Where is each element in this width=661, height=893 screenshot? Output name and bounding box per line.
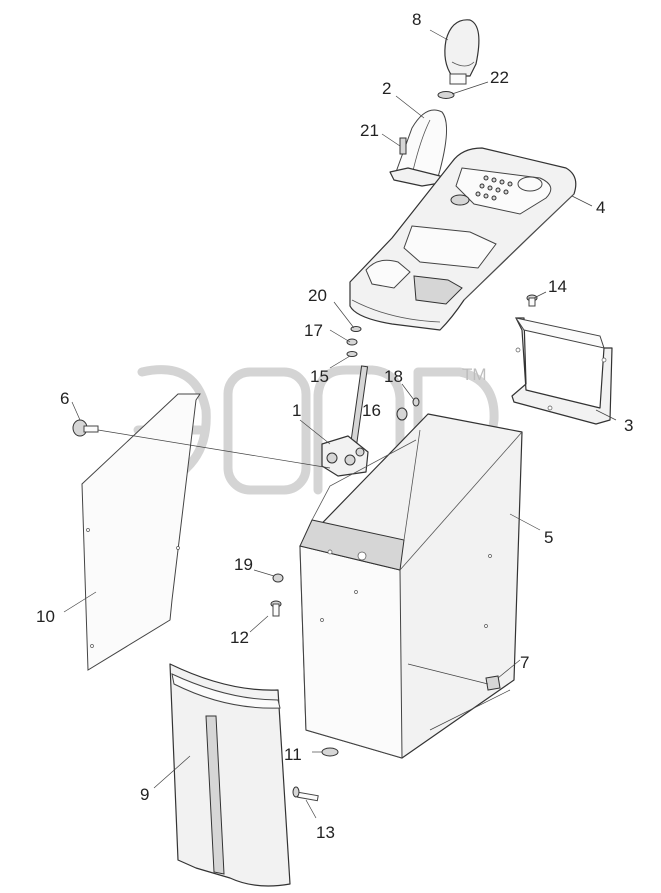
callout-5: 5 xyxy=(544,528,553,547)
boot-pin xyxy=(399,137,407,155)
callout-21: 21 xyxy=(360,121,379,140)
front-cover xyxy=(169,663,291,887)
callout-22: 22 xyxy=(490,68,509,87)
side-panel xyxy=(81,393,201,671)
leader-lines xyxy=(63,29,617,819)
gear-knob xyxy=(444,19,480,85)
knob-screw xyxy=(72,419,99,437)
watermark-tm: TM xyxy=(462,365,487,384)
grommet-11 xyxy=(321,747,339,757)
shift-lever xyxy=(321,365,369,477)
screw-14 xyxy=(526,294,538,307)
callout-10: 10 xyxy=(36,607,55,626)
callout-7: 7 xyxy=(520,653,529,672)
callout-9: 9 xyxy=(140,785,149,804)
callout-16: 16 xyxy=(362,401,381,420)
callout-1: 1 xyxy=(292,401,301,420)
fitting-16 xyxy=(396,407,408,421)
callout-20: 20 xyxy=(308,286,327,305)
callout-13: 13 xyxy=(316,823,335,842)
nut-17 xyxy=(346,338,358,346)
washer-20 xyxy=(350,326,362,332)
callout-12: 12 xyxy=(230,628,249,647)
callout-4: 4 xyxy=(596,198,605,217)
callout-14: 14 xyxy=(548,277,567,296)
bolt-13 xyxy=(292,786,319,802)
callout-15: 15 xyxy=(310,367,329,386)
console-cover xyxy=(349,147,577,331)
callout-19: 19 xyxy=(234,555,253,574)
bolt-12 xyxy=(270,600,282,617)
grille-pattern xyxy=(475,175,513,201)
callout-17: 17 xyxy=(304,321,323,340)
callout-11: 11 xyxy=(284,745,302,764)
nut-19 xyxy=(272,573,284,583)
fitting-18 xyxy=(412,397,420,407)
callout-labels: 8 22 2 21 4 14 20 17 15 18 16 1 6 3 5 19… xyxy=(36,10,633,842)
mounting-bracket xyxy=(511,317,613,425)
locking-ring xyxy=(437,91,455,99)
callout-8: 8 xyxy=(412,10,421,29)
shift-boot xyxy=(389,109,447,187)
callout-3: 3 xyxy=(624,416,633,435)
callout-6: 6 xyxy=(60,389,69,408)
callout-2: 2 xyxy=(382,79,391,98)
console-box xyxy=(299,413,523,759)
washer-15 xyxy=(346,351,358,357)
callout-18: 18 xyxy=(384,367,403,386)
clip-7 xyxy=(485,675,501,691)
